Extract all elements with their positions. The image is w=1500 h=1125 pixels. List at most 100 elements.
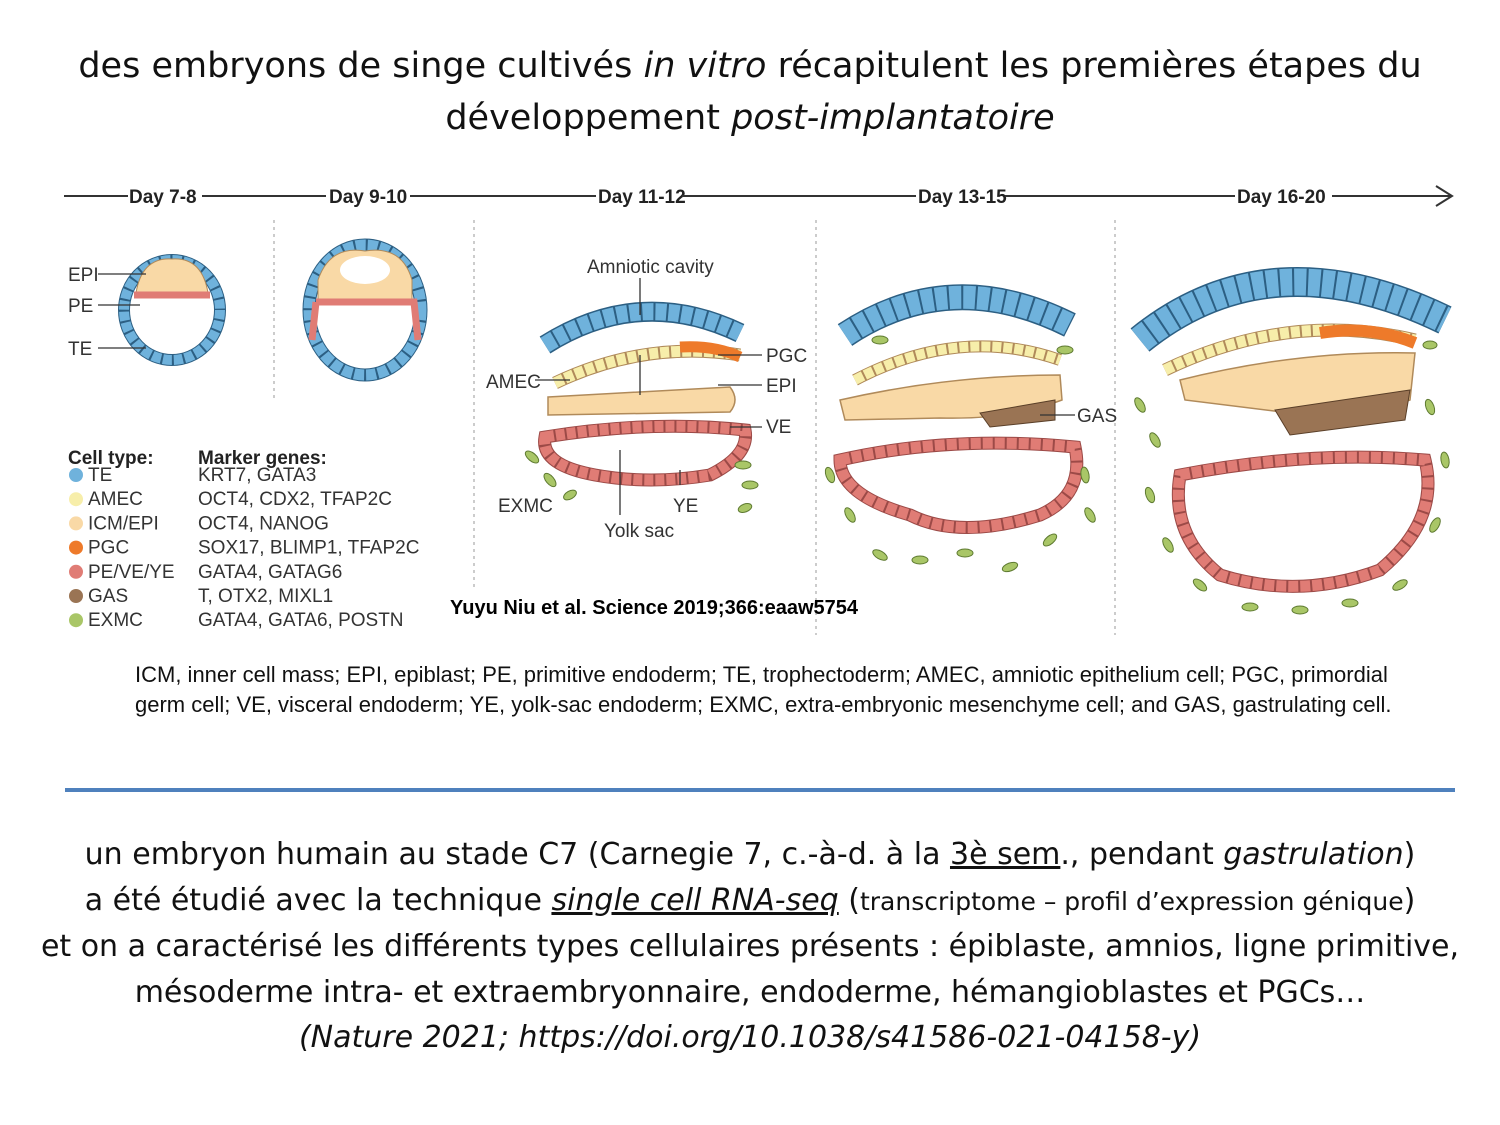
bottom-line-1: un embryon humain au stade C7 (Carnegie …	[0, 832, 1500, 878]
trophectoderm-ring	[119, 255, 225, 365]
legend-cell-type: GAS	[88, 586, 128, 607]
text-span: ., pendant	[1060, 837, 1224, 872]
title-italic: in vitro	[643, 46, 767, 86]
label-amniotic-cavity: Amniotic cavity	[587, 257, 714, 278]
stage-separators	[273, 220, 1116, 635]
exmc-cell	[1162, 537, 1174, 553]
trophectoderm-layer	[1131, 268, 1451, 351]
figure-svg: Day 7-8 Day 9-10 Day 11-12 Day 13-15 Day…	[64, 185, 1454, 635]
exmc-cell	[1440, 451, 1450, 469]
day-label: Day 13-15	[918, 187, 1007, 208]
exmc-cell	[1149, 432, 1161, 448]
legend-marker-header: Marker genes:	[198, 448, 327, 469]
exmc-cell	[1042, 533, 1058, 547]
embryo-day11-12: Amniotic cavity AMEC PGC EPI VE EXMC YE …	[486, 257, 807, 542]
legend-cell-type: ICM/EPI	[88, 513, 159, 534]
exmc-cell	[1341, 598, 1359, 608]
trophectoderm-layer	[838, 285, 1076, 345]
legend-cell-type: TE	[88, 465, 112, 486]
title-text: récapitulent les premières étapes du	[766, 46, 1422, 86]
abbreviations-text: ICM, inner cell mass; EPI, epiblast; PE,…	[135, 662, 1392, 717]
section-divider	[65, 788, 1455, 792]
embryo-development-figure: Day 7-8 Day 9-10 Day 11-12 Day 13-15 Day…	[50, 175, 1460, 640]
title-line-2: développement post-implantatoire	[0, 92, 1500, 144]
exmc-cell	[1001, 561, 1019, 573]
exmc-cell	[871, 335, 889, 345]
legend-marker-genes: OCT4, CDX2, TFAP2C	[198, 489, 392, 510]
legend: Cell type: Marker genes: TE KRT7, GATA3AM…	[68, 448, 419, 631]
primitive-endoderm-layer	[308, 298, 422, 341]
exmc-cell	[956, 548, 974, 558]
exmc-cell	[1429, 517, 1441, 533]
figure-citation: Yuyu Niu et al. Science 2019;366:eaaw575…	[450, 597, 859, 619]
exmc-cells	[524, 450, 759, 513]
exmc-cells	[1134, 340, 1450, 615]
yolk-sac-endoderm	[539, 420, 752, 486]
legend-swatch	[69, 516, 83, 531]
exmc-cell	[524, 450, 540, 464]
legend-swatch	[69, 468, 83, 482]
text-span: )	[1403, 882, 1416, 918]
label-exmc: EXMC	[498, 496, 553, 517]
exmc-cell	[543, 472, 557, 488]
exmc-cell	[1192, 578, 1208, 592]
label-yolk-sac: Yolk sac	[604, 521, 674, 542]
bottom-text: un embryon humain au stade C7 (Carnegie …	[0, 832, 1500, 1061]
legend-marker-genes: T, OTX2, MIXL1	[198, 586, 333, 607]
exmc-cell	[1134, 397, 1146, 413]
embryo-day9-10	[302, 238, 428, 382]
text-span: un embryon humain au stade C7 (Carnegie …	[84, 837, 950, 872]
timeline-arrowhead	[1435, 185, 1454, 207]
amnion-layer	[852, 341, 1062, 385]
epiblast-layer	[547, 386, 736, 416]
italic-text: gastrulation	[1223, 837, 1404, 872]
legend-cell-type: PE/VE/YE	[88, 562, 175, 583]
legend-swatch	[69, 564, 83, 579]
legend-cell-type: PGC	[88, 538, 129, 559]
exmc-cell	[1144, 486, 1156, 504]
title-text: des embryons de singe cultivés	[78, 46, 644, 86]
legend-swatch	[69, 540, 83, 555]
exmc-cell	[872, 549, 888, 561]
title-text: développement	[445, 98, 732, 138]
label-ye: YE	[673, 496, 698, 517]
trophectoderm-ring	[303, 239, 427, 381]
day-label: Day 9-10	[329, 187, 407, 208]
legend-marker-genes: GATA4, GATAG6	[198, 562, 342, 583]
legend-cell-type: AMEC	[88, 489, 143, 510]
exmc-cell	[737, 503, 753, 513]
italic-underlined-text: single cell RNA-seq	[551, 882, 839, 918]
label-pe: PE	[68, 296, 93, 317]
exmc-cell	[824, 466, 836, 484]
yolk-sac-endoderm	[834, 437, 1083, 533]
legend-marker-genes: KRT7, GATA3	[198, 465, 316, 486]
title-line-1: des embryons de singe cultivés in vitro …	[0, 40, 1500, 92]
exmc-cell	[1080, 466, 1090, 484]
label-amec: AMEC	[486, 372, 541, 393]
exmc-cell	[1241, 602, 1259, 612]
exmc-cell	[1056, 345, 1074, 355]
exmc-cell	[911, 555, 929, 565]
day-label: Day 7-8	[129, 187, 197, 208]
underlined-text: 3è sem	[949, 837, 1061, 872]
legend-cell-type-header: Cell type:	[68, 448, 154, 469]
day-label: Day 16-20	[1237, 187, 1326, 208]
title-italic: post-implantatoire	[731, 98, 1055, 138]
bottom-line-3: et on a caractérisé les différents types…	[40, 929, 1460, 964]
pgc-cells	[1319, 324, 1418, 349]
legend-marker-genes: GATA4, GATA6, POSTN	[198, 610, 404, 631]
embryo-day16-20	[1130, 267, 1452, 615]
legend-swatch	[69, 613, 83, 628]
exmc-cells	[824, 335, 1096, 573]
yolk-sac-endoderm	[1172, 451, 1434, 592]
text-span: a été étudié avec la technique	[84, 882, 552, 918]
timeline: Day 7-8 Day 9-10 Day 11-12 Day 13-15 Day…	[64, 185, 1454, 208]
label-epi: EPI	[68, 265, 99, 286]
slide-title: des embryons de singe cultivés in vitro …	[0, 40, 1500, 144]
embryo-day13-15: GAS	[824, 284, 1117, 573]
bottom-line-2: a été étudié avec la technique single ce…	[0, 878, 1500, 925]
bottom-line-5: (Nature 2021; https://doi.org/10.1038/s4…	[298, 1020, 1202, 1055]
legend-swatch	[69, 492, 83, 507]
exmc-cell	[1291, 605, 1309, 615]
